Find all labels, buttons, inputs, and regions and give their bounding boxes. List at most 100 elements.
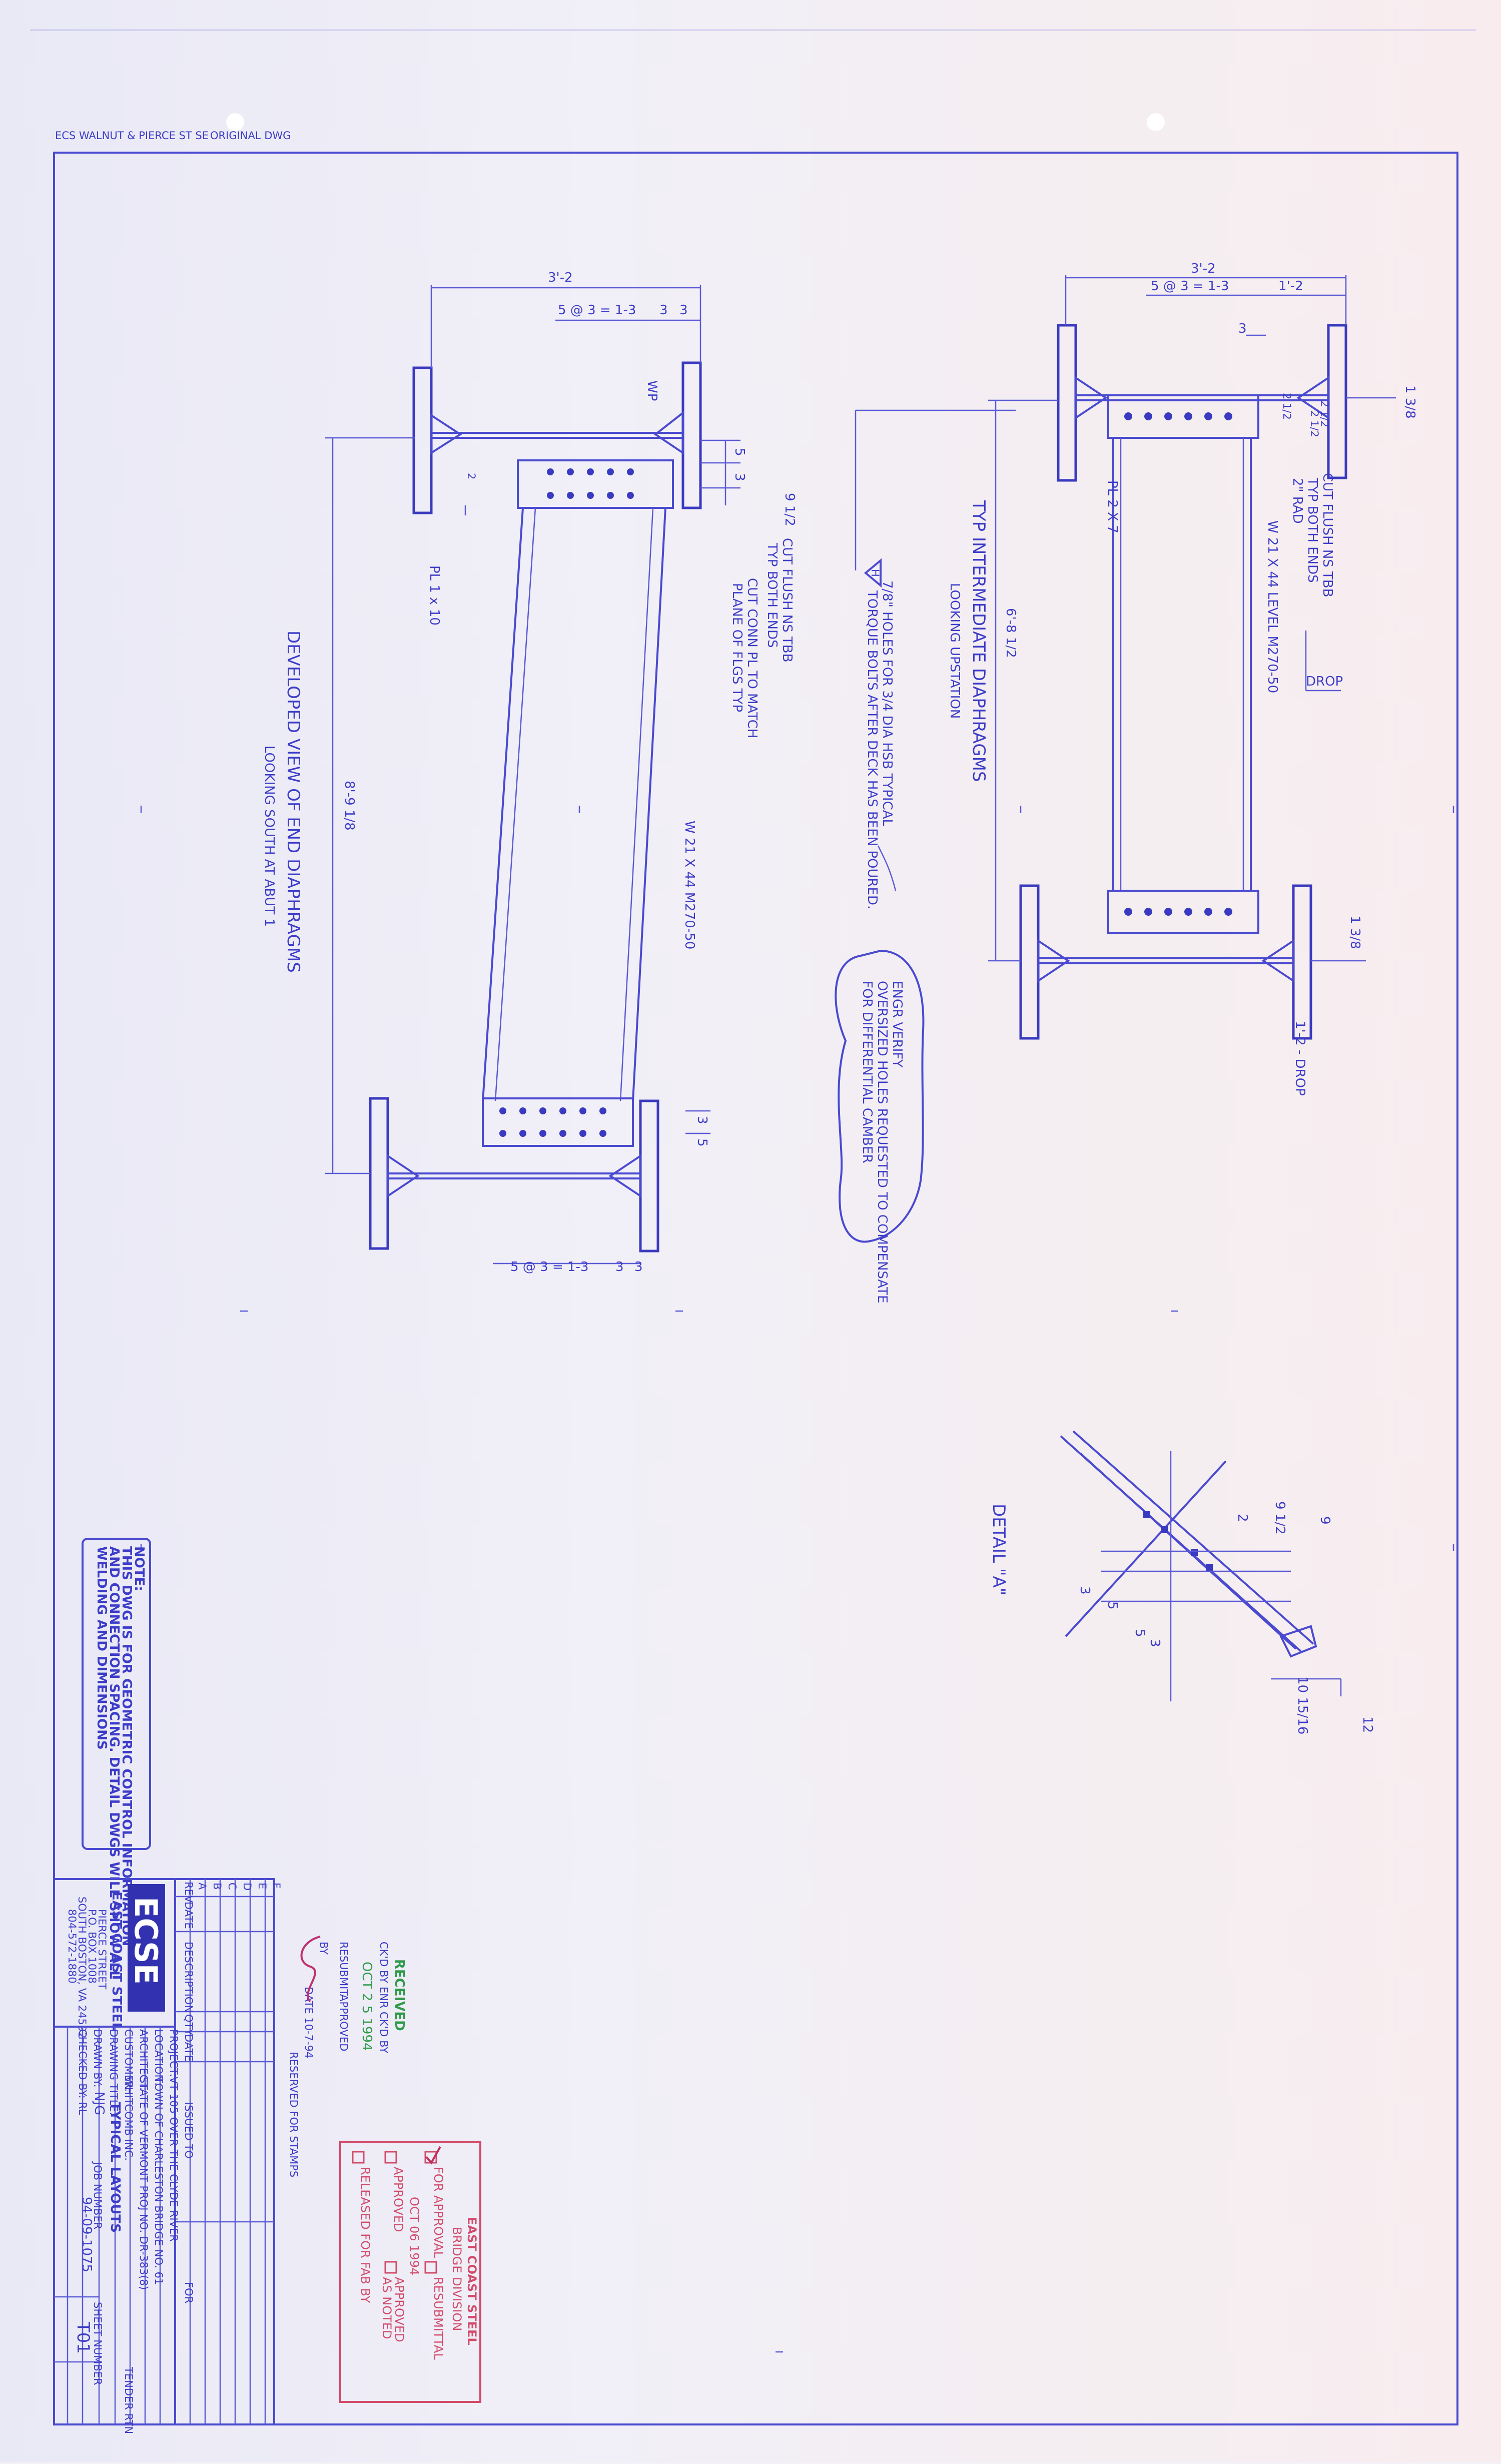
- end-dim-bottom-edge-a: 3: [615, 1260, 624, 1275]
- int-dim-2b: 2 1/2: [1308, 410, 1320, 437]
- int-drop-bottom: 1'-2 - DROP: [1292, 1021, 1307, 1096]
- rev-header-qty: QTY: [183, 2014, 195, 2035]
- header-strip-left: ECS WALNUT & PIERCE ST SE: [55, 130, 209, 142]
- drawing-title-value: TYPICAL LAYOUTS: [108, 2102, 123, 2233]
- sheet-number-label: SHEET NUMBER: [92, 2302, 104, 2385]
- end-plate-label: PL 1 x 10: [427, 565, 442, 626]
- rev-header-for: FOR: [183, 2282, 195, 2303]
- int-dim-length: 6'-8 1/2: [1003, 608, 1018, 658]
- for-approval-label: FOR APPROVAL: [431, 2167, 445, 2258]
- customer-label: CUSTOMER:: [123, 2029, 135, 2092]
- approved-noted-checkbox: [384, 2261, 397, 2274]
- int-dim-top-overall: 3'-2: [1191, 261, 1216, 276]
- detail-a-d3: 3: [1077, 1586, 1092, 1595]
- end-dim-5: 5: [732, 448, 747, 456]
- received-title: RECEIVED: [392, 1959, 407, 2031]
- company-phone: 804-572-1880: [66, 1909, 78, 1984]
- center-marks: [140, 806, 1454, 2353]
- approval-title2: BRIDGE DIVISION: [450, 2227, 464, 2331]
- sheet-border: [53, 152, 1458, 2425]
- reserved-for-stamps: RESERVED FOR STAMPS: [288, 2052, 300, 2177]
- rev-header-date2: DATE: [183, 2034, 195, 2062]
- punch-hole-left: [226, 113, 244, 131]
- received-date: OCT 2 5 1994: [359, 1962, 374, 2051]
- received-ckd: CK'D BY ENR CK'D BY: [378, 1942, 390, 2053]
- int-note-cut-flush: CUT FLUSH NS TBB: [1320, 473, 1335, 597]
- end-dim-9: 9 1/2: [782, 493, 797, 526]
- job-number-label: JOB NUMBER: [92, 2161, 104, 2229]
- customer-value: WHITCOMB INC.: [123, 2077, 135, 2161]
- int-beam-label: W 21 X 44 LEVEL M270-50: [1265, 520, 1280, 693]
- end-dim-bottom-edge-b: 3: [634, 1260, 643, 1275]
- detail-a: DETAIL "A" 9 9 1/2 2 3 5 5 3 10 15/16 12: [989, 1430, 1375, 1734]
- received-approved: APPROVED: [338, 1994, 350, 2051]
- company-addr2: P.O. BOX 1008: [86, 1909, 98, 1984]
- location-label: LOCATION:: [153, 2029, 165, 2086]
- end-view-subtitle: LOOKING SOUTH AT ABUT 1: [262, 746, 277, 927]
- punch-hole-right: [1147, 113, 1165, 131]
- hole-note-line2: TORQUE BOLTS AFTER DECK HAS BEEN POURED.: [865, 590, 880, 909]
- detail-a-d9: 9: [1317, 1516, 1332, 1525]
- hole-note-tri: H: [869, 569, 881, 577]
- int-note-typ-both: TYP BOTH ENDS: [1305, 477, 1320, 583]
- bubble-note-line3: FOR DIFFERENTIAL CAMBER: [860, 981, 875, 1163]
- header-strip-right: ORIGINAL DWG: [210, 130, 291, 142]
- int-dim-2-2: 2 1/2: [1318, 400, 1330, 427]
- resubmittal-label: RESUBMITTAL: [431, 2277, 445, 2360]
- rev-mark-b: B: [211, 1883, 223, 1890]
- tender-label: TENDER RTN: [123, 2366, 135, 2434]
- bubble-note-line1: ENGR VERIFY: [890, 981, 905, 1067]
- hole-note: H 7/8" HOLES FOR 3/4 DIA HSB TYPICAL TOR…: [855, 409, 1016, 909]
- received-resubmit: RESUBMIT: [338, 1942, 350, 1996]
- detail-a-d5b: 5: [1132, 1629, 1147, 1637]
- detail-a-d2: 2: [1235, 1514, 1250, 1522]
- rev-header-issued: ISSUED TO: [183, 2102, 195, 2159]
- end-dim-bottom-5: 5: [694, 1138, 709, 1147]
- rev-header-date: DATE: [183, 1902, 195, 1929]
- general-note-line3: WELDING AND DIMENSIONS: [94, 1546, 109, 1750]
- rev-header-rev: REV: [183, 1882, 195, 1903]
- int-dim-bottom-1-3-8: 1 3/8: [1347, 916, 1362, 949]
- int-drop-label: DROP: [1306, 674, 1343, 689]
- end-beam-label: W 21 X 44 M270-50: [682, 821, 697, 949]
- end-dim-top-spacing: 5 @ 3 = 1-3: [558, 303, 636, 318]
- company-addr3: SOUTH BOSTON, VA 24592: [76, 1897, 88, 2039]
- end-dim-bottom-3: 3: [694, 1116, 709, 1124]
- approved-checkbox: [384, 2151, 397, 2164]
- bubble-note-line2: OVERSIZED HOLES REQUESTED TO COMPENSATE: [875, 981, 890, 1303]
- logo-text: ECSE: [128, 1897, 164, 1985]
- int-note-rad: 2" RAD: [1290, 478, 1305, 524]
- company-name: EAST COAST STEEL: [109, 1892, 124, 2031]
- end-note-typ-both: TYP BOTH ENDS: [765, 542, 780, 648]
- int-dim-1-3-8: 1 3/8: [1402, 385, 1417, 419]
- detail-a-title: DETAIL "A": [989, 1504, 1009, 1595]
- job-number-value: 94-09-1075: [79, 2197, 94, 2272]
- approved-label: APPROVED: [391, 2167, 405, 2232]
- int-view-subtitle: LOOKING UPSTATION: [947, 583, 962, 719]
- end-wp-label: WP: [644, 380, 659, 401]
- approved-noted-1: APPROVED: [392, 2277, 406, 2342]
- rev-mark-f: F: [270, 1883, 282, 1889]
- detail-a-slope-run: 10 15/16: [1295, 1676, 1310, 1734]
- end-dim-top-edge-a: 3: [659, 303, 668, 318]
- detail-a-slope-rise: 12: [1360, 1716, 1375, 1733]
- checked-by-label: CHECKED BY:: [77, 2029, 89, 2099]
- rev-header-description: DESCRIPTION: [183, 1942, 195, 2013]
- approval-stamp-date: OCT 06 1994: [407, 2197, 421, 2275]
- received-by: BY: [318, 1942, 330, 1955]
- resubmittal-checkbox: [424, 2261, 437, 2274]
- end-dim-bottom-spacing: 5 @ 3 = 1-3: [510, 1260, 588, 1275]
- detail-a-d9b: 9 1/2: [1272, 1501, 1287, 1535]
- end-note-cut-flush: CUT FLUSH NS TBB: [780, 538, 795, 663]
- approval-title1: EAST COAST STEEL: [465, 2217, 479, 2345]
- approved-noted-2: AS NOTED: [380, 2277, 394, 2339]
- rev-mark-d: D: [241, 1883, 253, 1891]
- rev-mark-c: C: [226, 1883, 238, 1890]
- end-note-cut-conn: CUT CONN PL TO MATCH: [744, 578, 760, 738]
- int-dim-top-spacing: 5 @ 3 = 1-3: [1151, 279, 1229, 294]
- int-view-title: TYP INTERMEDIATE DIAPHRAGMS: [969, 500, 989, 782]
- checked-by-value: RL: [77, 2102, 89, 2115]
- end-dim-top-edge-b: 3: [679, 303, 688, 318]
- rev-mark-e: E: [256, 1883, 268, 1889]
